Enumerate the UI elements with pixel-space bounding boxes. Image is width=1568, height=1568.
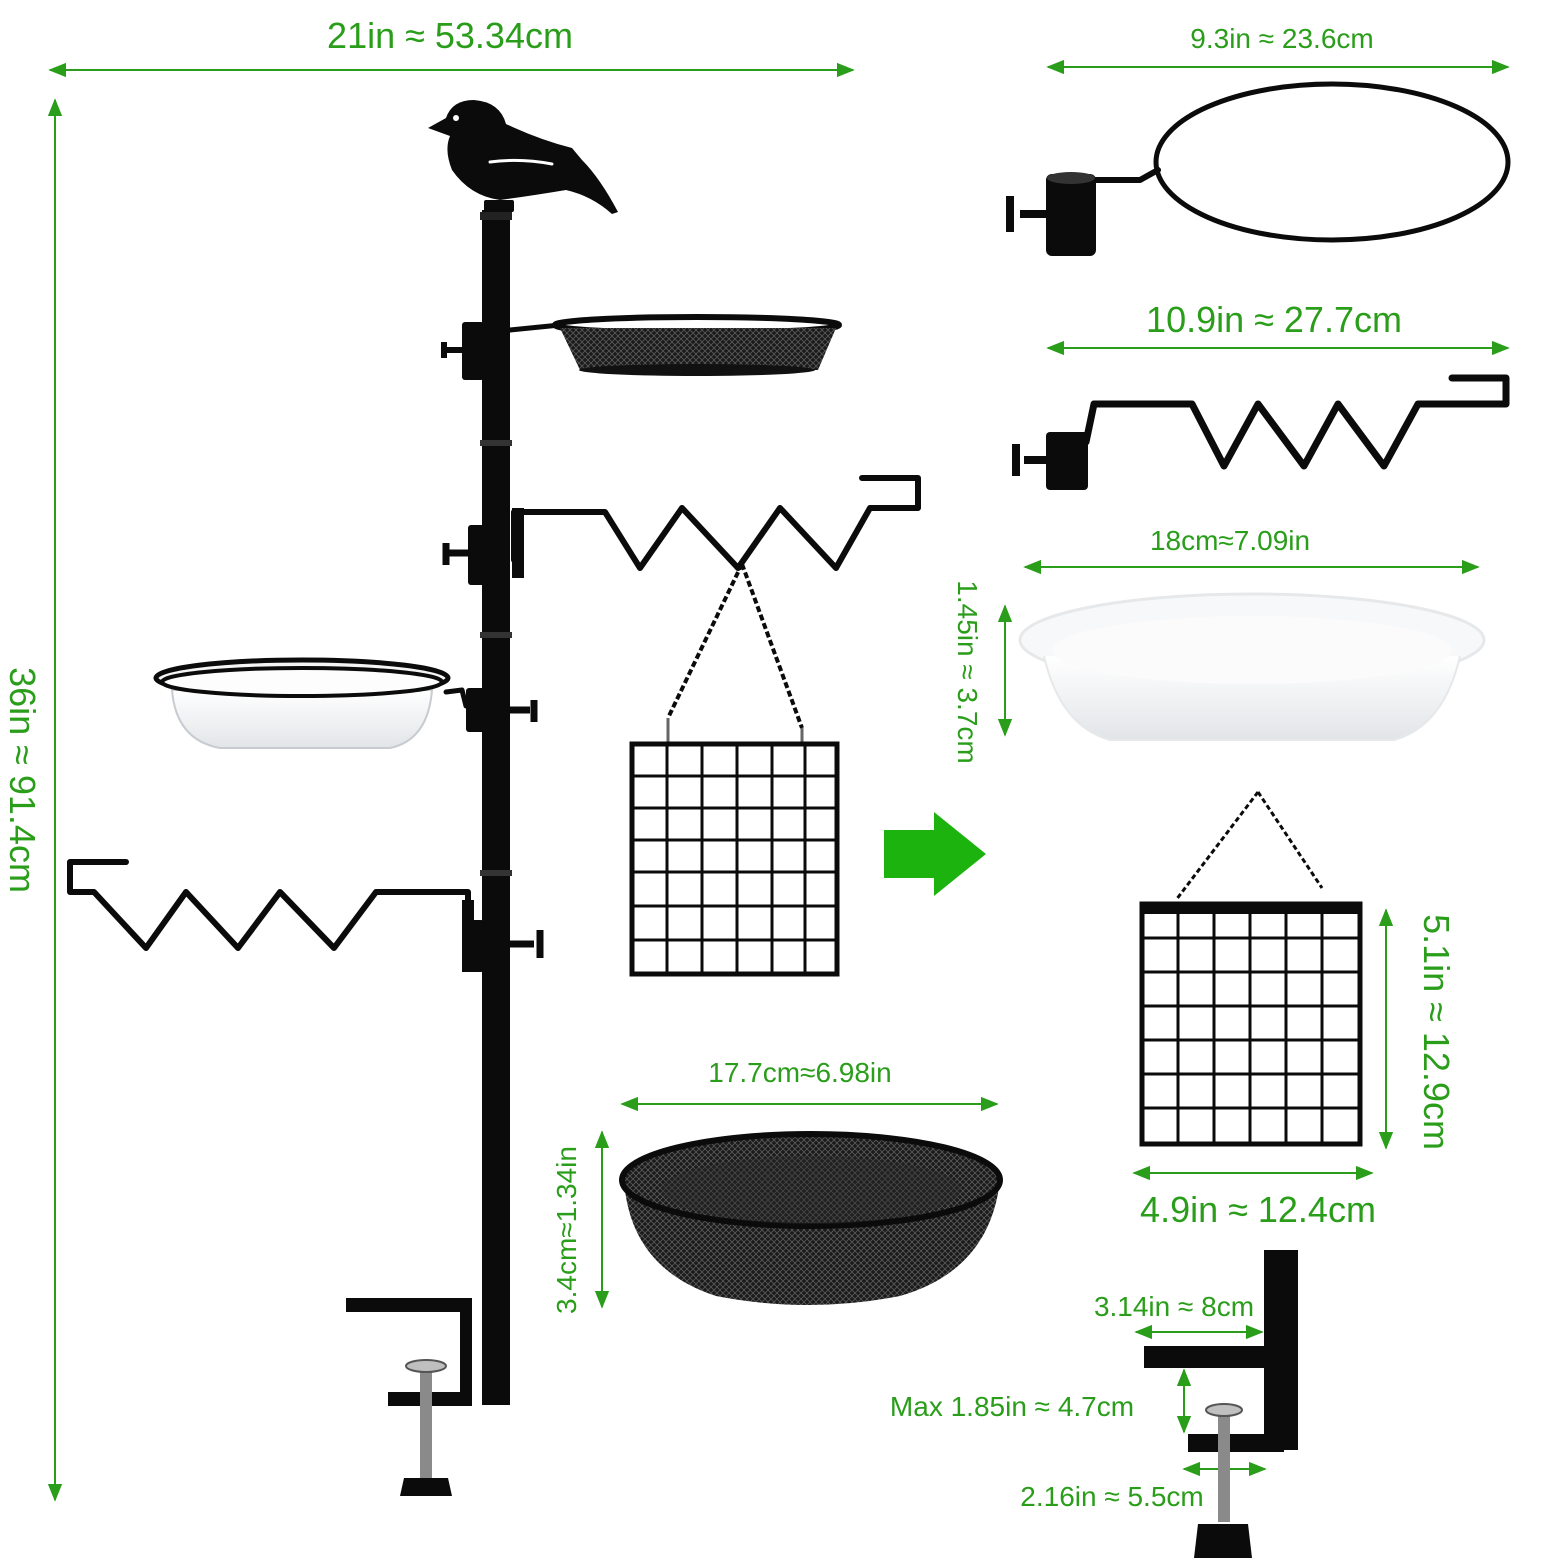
hanging-suet-cage	[629, 563, 840, 977]
white-tray-height-label: 1.45in ≈ 3.7cm	[952, 580, 983, 763]
suet-cage-height-label: 5.1in ≈ 12.9cm	[1416, 914, 1457, 1150]
ring-holder-part	[1006, 81, 1511, 256]
mesh-tray-part	[619, 1131, 1003, 1305]
assembled-stand	[67, 100, 921, 1496]
overall-height-label: 36in ≈ 91.4cm	[2, 667, 43, 893]
clamp-bottom-width-label: 2.16in ≈ 5.5cm	[1020, 1481, 1203, 1512]
bird-silhouette-icon	[428, 100, 618, 214]
suet-cage-part	[1139, 791, 1363, 1147]
clamp-detail-part	[1144, 1250, 1298, 1558]
ring-width-label: 9.3in ≈ 23.6cm	[1190, 23, 1373, 54]
white-tray-part	[1018, 592, 1486, 741]
clamp-top-width-label: 3.14in ≈ 8cm	[1094, 1291, 1254, 1322]
clamp-opening-label: Max 1.85in ≈ 4.7cm	[890, 1391, 1134, 1422]
white-tray-width-label: 18cm≈7.09in	[1150, 525, 1310, 556]
arrow-right-icon	[884, 812, 986, 896]
mesh-tray-height-label: 3.4cm≈1.34in	[551, 1146, 582, 1314]
overall-width-label: 21in ≈ 53.34cm	[327, 15, 573, 56]
zigzag-hook-part	[1012, 374, 1510, 490]
suet-cage-width-label: 4.9in ≈ 12.4cm	[1140, 1189, 1376, 1230]
hook-width-label: 10.9in ≈ 27.7cm	[1146, 299, 1402, 340]
main-pole	[482, 210, 510, 1405]
mesh-tray-width-label: 17.7cm≈6.98in	[708, 1057, 891, 1088]
